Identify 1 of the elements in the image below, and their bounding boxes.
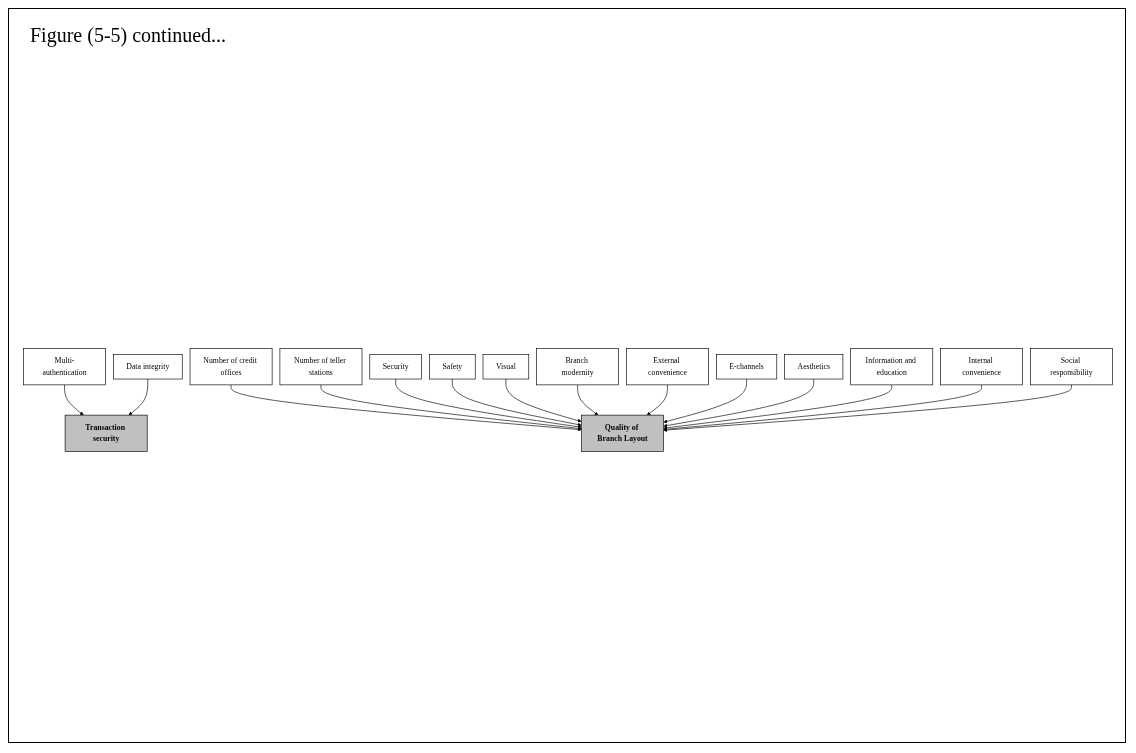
figure-title: Figure (5-5) continued... — [30, 24, 227, 47]
